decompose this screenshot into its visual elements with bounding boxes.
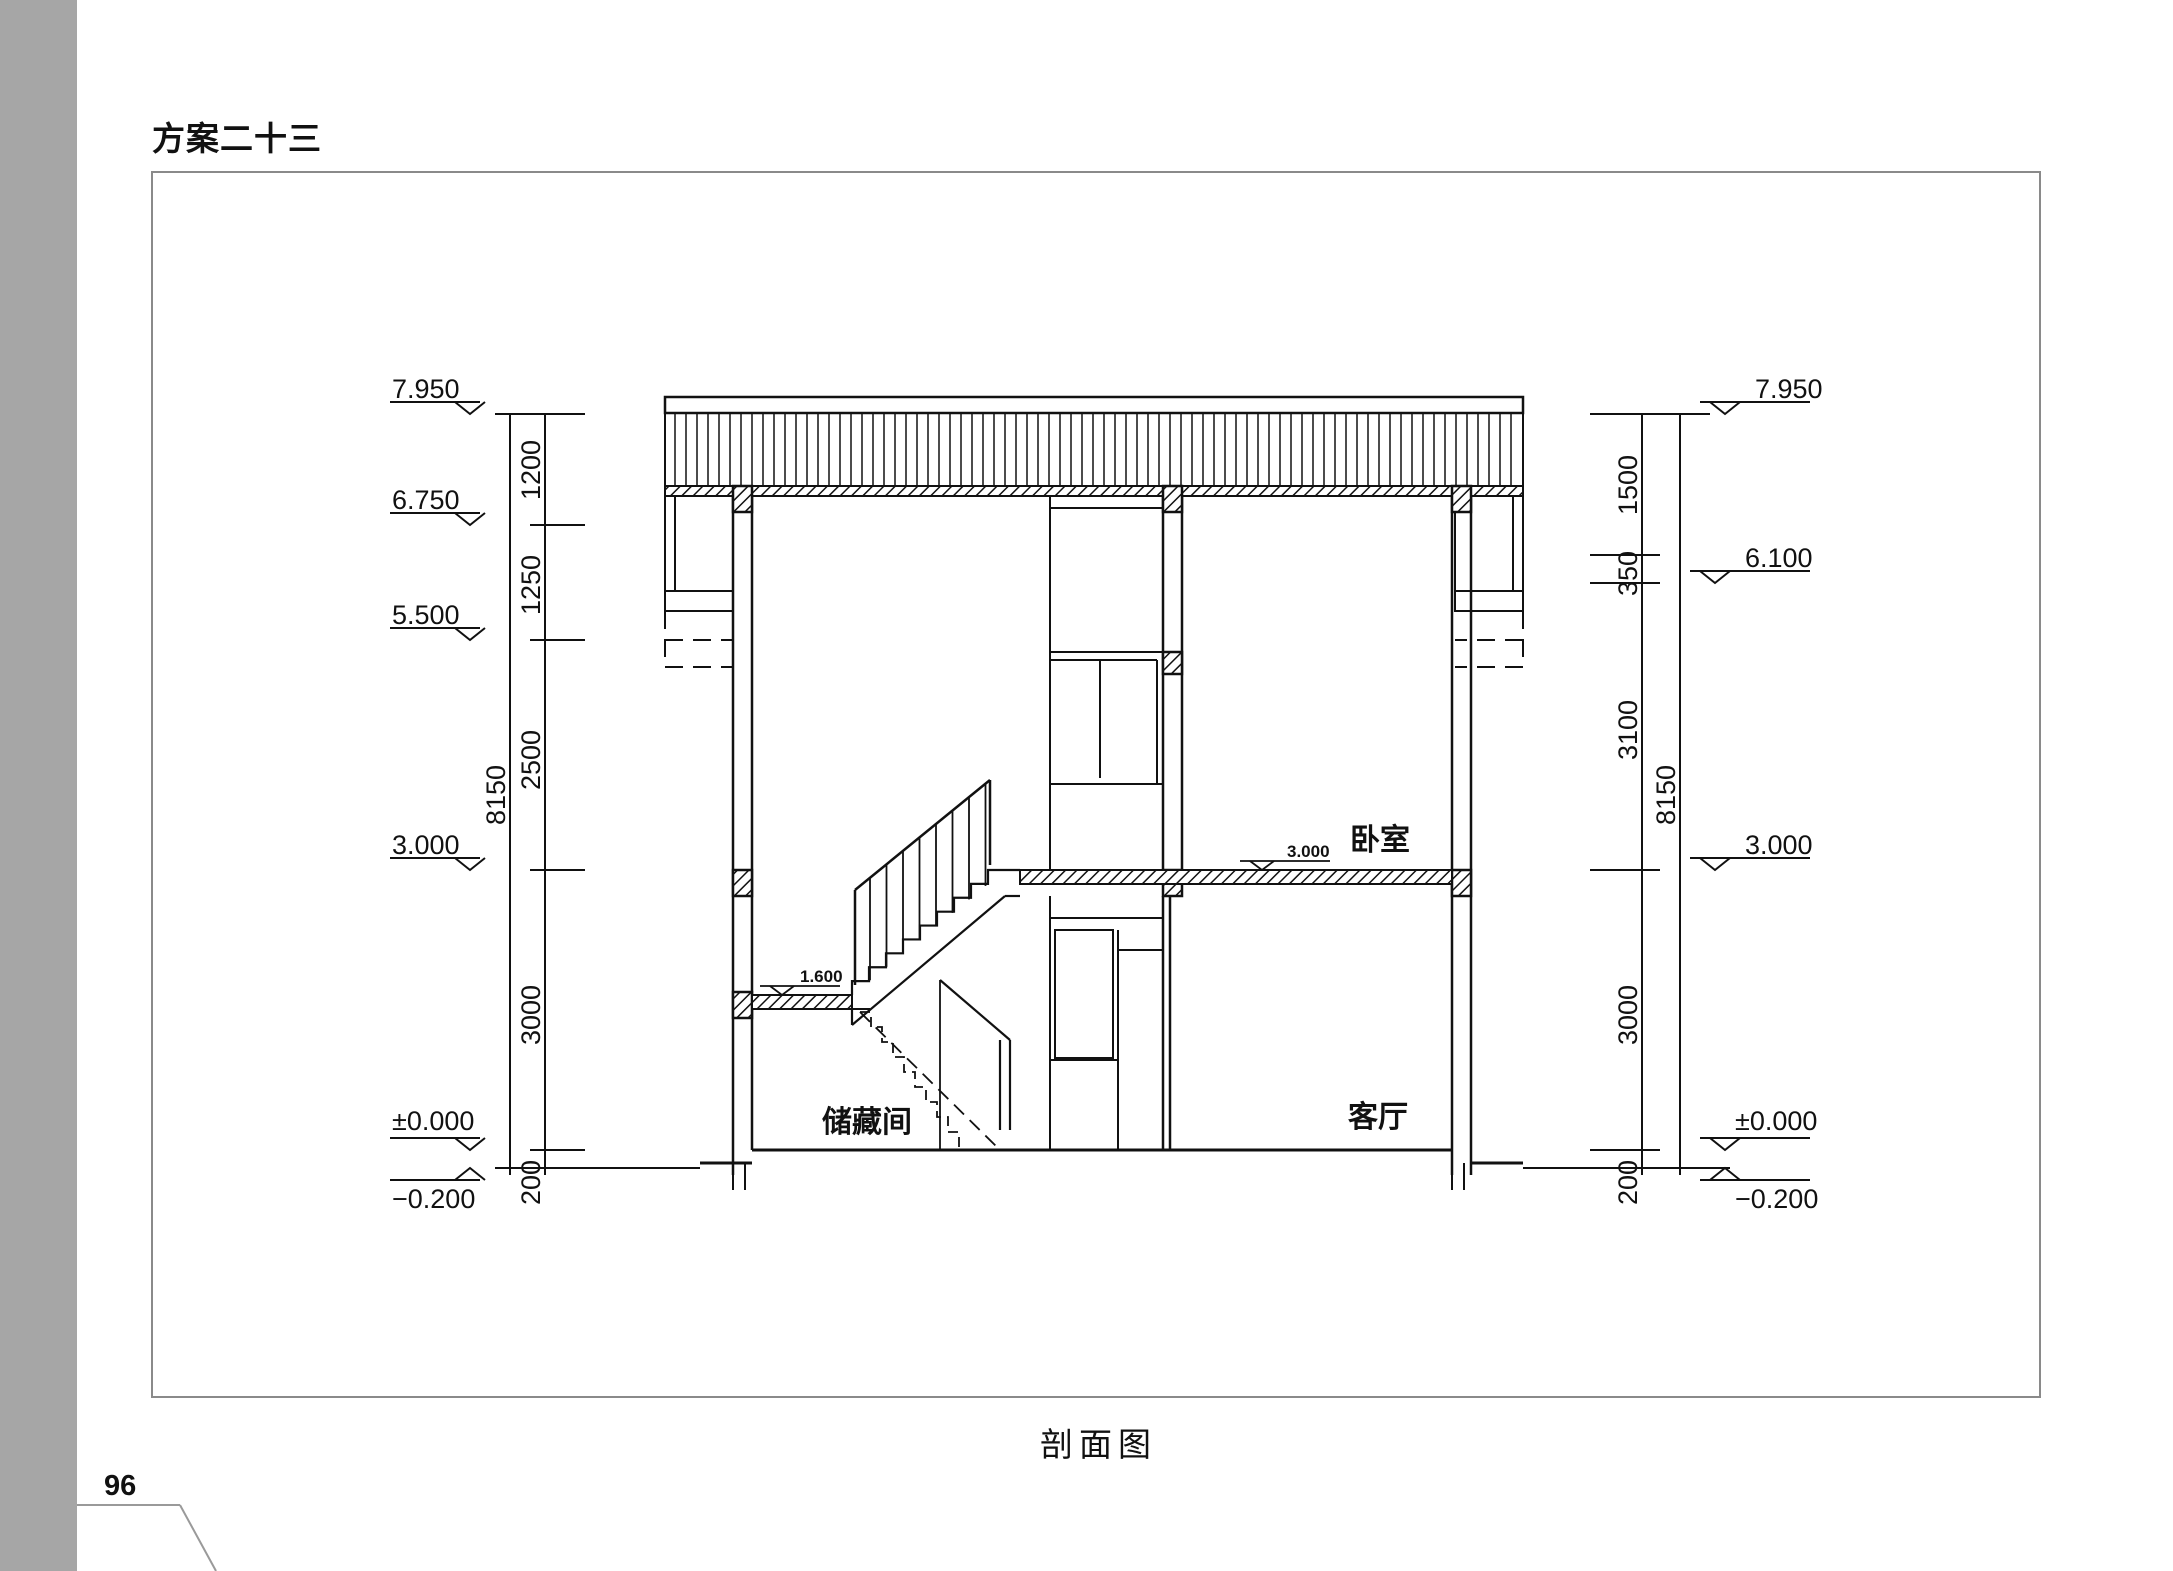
svg-text:3.000: 3.000	[1745, 830, 1813, 860]
svg-text:5.500: 5.500	[392, 600, 460, 630]
svg-text:1200: 1200	[516, 440, 546, 500]
svg-text:3000: 3000	[1613, 985, 1643, 1045]
page-number: 96	[104, 1470, 137, 1502]
side-bar	[0, 0, 77, 1571]
svg-text:8150: 8150	[481, 765, 511, 825]
left-dimension-lines	[495, 413, 700, 1175]
room-labels: 卧室 客厅 储藏间	[822, 823, 1410, 1140]
stair-railing-lower	[939, 979, 1012, 1130]
svg-text:±0.000: ±0.000	[1735, 1106, 1817, 1136]
right-level-markers	[1690, 401, 1810, 1181]
svg-text:−0.200: −0.200	[1735, 1184, 1818, 1214]
svg-text:3100: 3100	[1613, 700, 1643, 760]
svg-text:7.950: 7.950	[392, 374, 460, 404]
drawing-frame	[151, 171, 2041, 1398]
right-eave	[1454, 495, 1524, 668]
svg-text:6.100: 6.100	[1745, 543, 1813, 573]
page-corner	[77, 1504, 217, 1571]
svg-text:200: 200	[516, 1160, 546, 1205]
room-storage: 储藏间	[822, 1105, 912, 1140]
left-level-markers	[390, 401, 486, 1181]
svg-text:3.000: 3.000	[392, 830, 460, 860]
stair-shaft	[1049, 496, 1164, 1151]
drawing-caption: 剖面图	[1040, 1426, 1157, 1463]
roof	[663, 395, 1525, 497]
roof-tiles	[674, 414, 1512, 486]
svg-text:1500: 1500	[1613, 455, 1643, 515]
svg-text:±0.000: ±0.000	[392, 1106, 474, 1136]
left-eave	[664, 495, 734, 668]
second-floor-slab	[1000, 869, 1453, 885]
left-elevation-labels: 7.950 6.750 5.500 3.000 ±0.000 −0.200	[392, 374, 475, 1214]
landing	[751, 994, 870, 1010]
left-segment-dimensions: 1200 1250 2500 3000 200 8150	[481, 440, 546, 1205]
svg-text:8150: 8150	[1651, 765, 1681, 825]
left-wall	[731, 484, 754, 1175]
svg-text:350: 350	[1613, 551, 1643, 596]
ground-floor	[700, 1148, 1523, 1190]
svg-text:3.000: 3.000	[1287, 842, 1330, 861]
right-segment-dimensions: 1500 350 3100 3000 200 8150	[1613, 455, 1681, 1205]
right-dimension-lines	[1523, 413, 1730, 1175]
svg-text:1250: 1250	[516, 555, 546, 615]
right-wall	[1450, 484, 1473, 1175]
svg-text:−0.200: −0.200	[392, 1184, 475, 1214]
middle-wall	[1161, 484, 1184, 1150]
lower-flight	[859, 980, 1001, 1151]
inner-level-labels: 1.600 3.000	[800, 842, 1330, 986]
page-title: 方案二十三	[152, 120, 322, 157]
inner-level-markers	[760, 860, 1330, 997]
room-living: 客厅	[1348, 1100, 1408, 1135]
room-bedroom: 卧室	[1350, 823, 1410, 858]
svg-text:2500: 2500	[516, 730, 546, 790]
svg-text:7.950: 7.950	[1755, 374, 1823, 404]
svg-text:3000: 3000	[516, 985, 546, 1045]
svg-text:1.600: 1.600	[800, 967, 843, 986]
stair-railing-upper	[853, 779, 992, 985]
svg-text:6.750: 6.750	[392, 485, 460, 515]
right-elevation-labels: 7.950 6.100 3.000 ±0.000 −0.200	[1735, 374, 1823, 1214]
svg-text:200: 200	[1613, 1160, 1643, 1205]
